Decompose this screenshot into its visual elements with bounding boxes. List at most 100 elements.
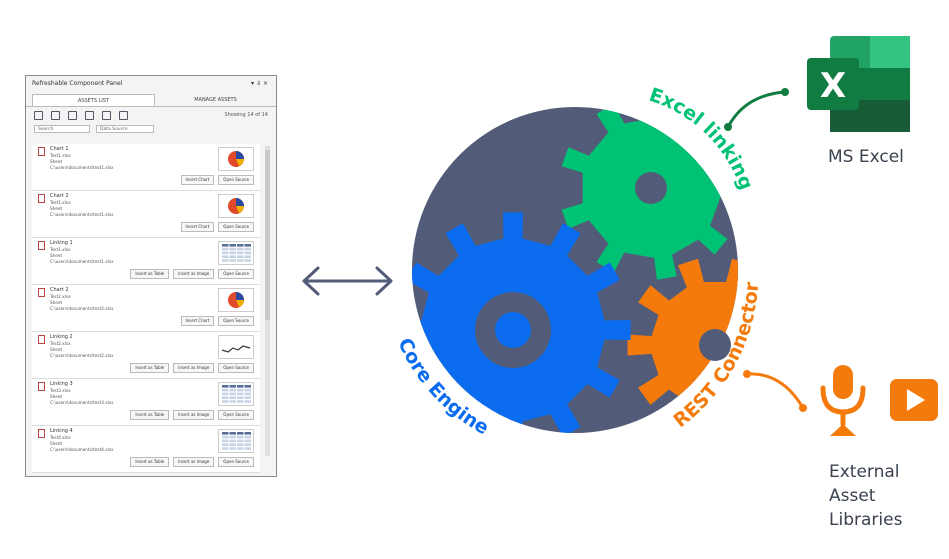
ms-excel-label: MS Excel [828,147,904,167]
asset-file: Test4.xlsx [50,435,71,440]
asset-file: Test3.xlsx [50,388,71,393]
excel-connector [726,90,786,128]
excel-connector-end [781,88,789,96]
asset-action-button[interactable]: Insert as Table [130,410,170,420]
asset-name: Linking 4 [50,428,73,434]
asset-thumbnail-line [218,335,254,359]
microphone-stand [830,424,856,436]
pie-thumbnail-icon [228,292,244,308]
external-label-line3: Libraries [829,510,903,530]
asset-sheet: Sheet [50,441,63,446]
excel-file-icon [38,194,45,203]
asset-action-button[interactable]: Open Source [218,316,254,326]
asset-thumbnail-pie [218,147,254,171]
rest-connector-line [746,372,805,409]
asset-action-button[interactable]: Insert Chart [180,222,215,232]
image-icon[interactable] [102,110,111,120]
green-gear-hole [635,172,667,204]
external-label-line1: External [829,462,900,482]
asset-action-button[interactable]: Insert Chart [180,175,215,185]
asset-action-button[interactable]: Open Source [218,363,254,373]
asset-action-button[interactable]: Open Source [218,222,254,232]
asset-action-button[interactable]: Insert Chart [180,316,215,326]
table-icon[interactable] [85,110,94,120]
asset-action-button[interactable]: Insert as Image [173,457,215,467]
excel-file-icon [38,288,45,297]
orange-gear-hole [699,329,731,361]
asset-action-button[interactable]: Insert as Table [130,269,170,279]
excel-connector-dot [724,123,732,131]
excel-file-icon [38,241,45,250]
external-label-line2: Asset [829,486,876,506]
asset-action-button[interactable]: Open Source [218,457,254,467]
tab-manage-assets[interactable]: MANAGE ASSETS [194,97,237,103]
panel-title-bar: Refreshable Component Panel ▾ ⇓ × [26,76,276,90]
asset-action-button[interactable]: Insert as Table [130,457,170,467]
blue-gear-hole [495,312,531,348]
excel-icon: X [807,36,910,132]
asset-action-button[interactable]: Open Source [218,175,254,185]
panel-search-row: Search Data Source [26,123,276,135]
asset-name: Chart 1 [50,146,69,152]
svg-text:X: X [820,66,846,106]
asset-sheet: Sheet [50,300,63,305]
asset-action-button[interactable]: Open Source [218,410,254,420]
chart-icon[interactable] [68,110,77,120]
table-thumbnail-icon [222,432,251,450]
asset-name: Linking 1 [50,240,73,246]
asset-action-button[interactable]: Insert as Image [173,269,215,279]
showing-count: Showing 14 of 14 [224,112,268,118]
asset-thumbnail-table [218,241,254,265]
panel-toolbar: Showing 14 of 14 [26,107,276,123]
pie-thumbnail-icon [228,198,244,214]
asset-thumbnail-table [218,382,254,406]
asset-action-button[interactable]: Insert as Table [130,363,170,373]
asset-file: Test1.xlsx [50,200,71,205]
asset-sheet: Sheet [50,347,63,352]
list-view-icon[interactable] [51,110,60,120]
search-input[interactable]: Search [34,125,90,133]
rest-connector-end [799,404,807,412]
asset-path: C:\users\documents\test2.xlsx [50,306,114,311]
asset-path: C:\users\documents\test1.xlsx [50,259,114,264]
scrollbar[interactable] [265,146,270,456]
asset-thumbnail-table [218,429,254,453]
line-thumbnail-icon [221,345,251,353]
asset-action-button[interactable]: Insert as Image [173,363,215,373]
refresh-icon[interactable] [34,110,43,120]
asset-path: C:\users\documents\test2.xlsx [50,353,114,358]
asset-file: Test1.xlsx [50,153,71,158]
asset-name: Chart 2 [50,287,69,293]
panel-window-controls[interactable]: ▾ ⇓ × [251,80,268,87]
asset-file: Test2.xlsx [50,294,71,299]
asset-sheet: Sheet [50,159,63,164]
asset-file: Test2.xlsx [50,341,71,346]
data-source-select[interactable]: Data Source [96,125,154,133]
asset-action-button[interactable]: Insert as Image [173,410,215,420]
filter-icon[interactable] [119,110,128,120]
excel-file-icon [38,147,45,156]
asset-name: Linking 2 [50,334,73,340]
scrollbar-thumb[interactable] [265,150,270,320]
asset-action-button[interactable]: Open Source [218,269,254,279]
asset-name: Linking 3 [50,381,73,387]
tab-assets-list[interactable]: ASSETS LIST [32,94,155,106]
asset-path: C:\users\documents\test4.xlsx [50,447,114,452]
refreshable-component-panel: Refreshable Component Panel ▾ ⇓ × ASSETS… [25,75,277,477]
table-thumbnail-icon [222,244,251,262]
rest-connector-dot [743,370,751,378]
asset-sheet: Sheet [50,206,63,211]
